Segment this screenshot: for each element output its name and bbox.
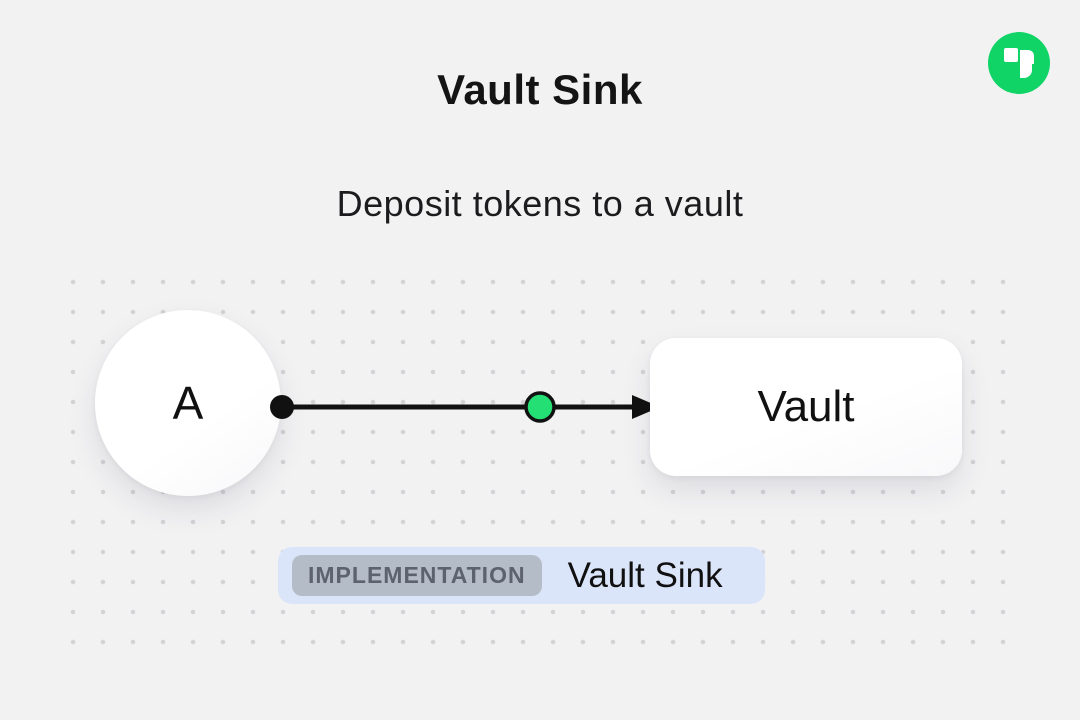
page-title: Vault Sink: [437, 66, 643, 113]
arrowhead-icon: [632, 395, 660, 419]
subtitle: Deposit tokens to a vault: [336, 183, 744, 224]
implementation-badge: IMPLEMENTATION: [292, 555, 542, 596]
edge-arrow: [270, 391, 660, 423]
superfluid-logo-icon: [988, 32, 1050, 94]
implementation-pill: IMPLEMENTATION Vault Sink: [278, 547, 765, 604]
source-node: A: [95, 310, 281, 496]
edge-green-dot: [524, 391, 556, 423]
target-node-label: Vault: [757, 382, 855, 431]
source-node-label: A: [172, 377, 204, 429]
edge-start-dot: [270, 395, 294, 419]
implementation-label: Vault Sink: [567, 555, 723, 595]
target-node: Vault: [650, 338, 962, 476]
